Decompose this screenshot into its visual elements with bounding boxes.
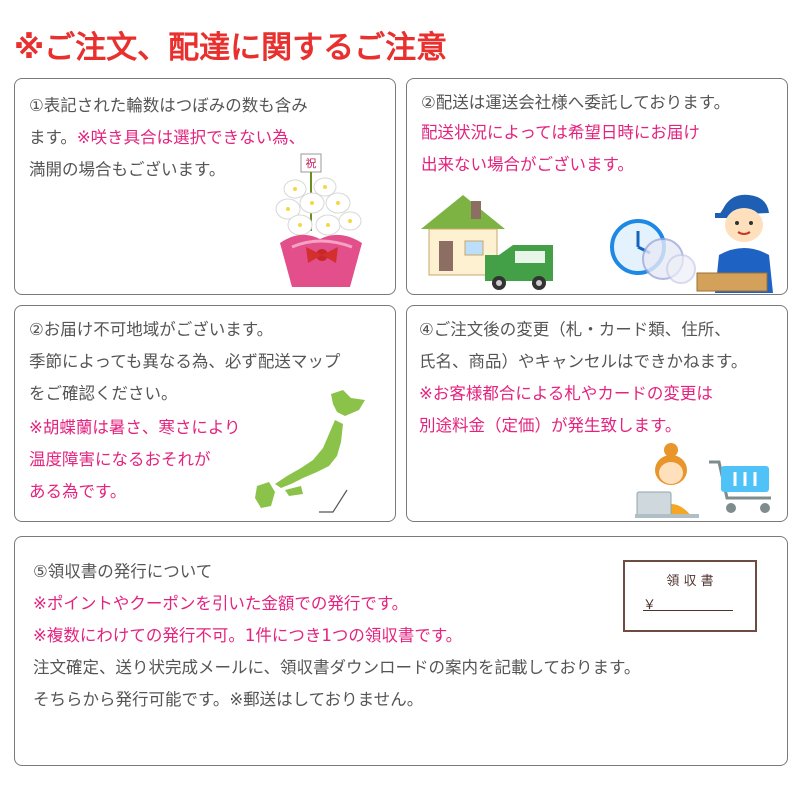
box4-line1: ④ご注文後の変更（札・カード類、住所、 bbox=[419, 320, 731, 339]
box3-line6: ある為です。 bbox=[29, 482, 127, 501]
notice-box-changes: ④ご注文後の変更（札・カード類、住所、 氏名、商品）やキャンセルはできかねます。… bbox=[406, 305, 788, 522]
box5-line4: 注文確定、送り状完成メールに、領収書ダウンロードの案内を記載しております。 bbox=[33, 658, 641, 677]
box1-line2-note: ※咲き具合は選択できない為、 bbox=[76, 128, 306, 147]
box4-line3: ※お客様都合による札やカードの変更は bbox=[419, 384, 713, 403]
receipt-underline bbox=[643, 610, 733, 611]
notice-box-receipt: ⑤領収書の発行について ※ポイントやクーポンを引いた金額での発行です。 ※複数に… bbox=[14, 536, 788, 766]
box1-line2-text: ます。 bbox=[29, 128, 77, 147]
box3-line5: 温度障害になるおそれが bbox=[29, 450, 211, 469]
delivery-illustration-icon bbox=[421, 194, 773, 293]
notice-box-area: ②お届け不可地域がございます。 季節によっても異なる為、必ず配送マップ をご確認… bbox=[14, 305, 396, 522]
notice-box-bloom: ①表記された輪数はつぼみの数も含み ます。※咲き具合は選択できない為、 満開の場… bbox=[14, 78, 396, 295]
box5-line1: ⑤領収書の発行について bbox=[33, 562, 213, 581]
box3-line3: をご確認ください。 bbox=[29, 384, 178, 403]
card-char: 祝 bbox=[306, 156, 317, 170]
box4-line4: 別途料金（定価）が発生致します。 bbox=[419, 416, 682, 435]
orchid-pot-icon: 祝 bbox=[275, 153, 362, 287]
box1-line2: ます。※咲き具合は選択できない為、 bbox=[29, 127, 305, 149]
box5-line3: ※複数にわけての発行不可。1件につき1つの領収書です。 bbox=[33, 626, 463, 645]
box5-line5: そちらから発行可能です。※郵送はしておりません。 bbox=[33, 690, 424, 709]
shopping-illustration-icon bbox=[635, 443, 771, 518]
box2-line1: ②配送は運送会社様へ委託しております。 bbox=[421, 93, 731, 112]
japan-map-icon bbox=[255, 390, 365, 513]
box3-line1: ②お届け不可地域がございます。 bbox=[29, 320, 274, 339]
page-title: ※ご注文、配達に関するご注意 bbox=[14, 30, 448, 66]
receipt-yen: ￥ bbox=[643, 598, 657, 613]
receipt-title: 領 収 書 bbox=[666, 574, 714, 589]
box2-line2: 配送状況によっては希望日時にお届け bbox=[421, 123, 700, 142]
box1-line3: 満開の場合もございます。 bbox=[29, 160, 226, 179]
box5-line2: ※ポイントやクーポンを引いた金額での発行です。 bbox=[33, 594, 409, 613]
receipt-icon: 領 収 書 ￥ bbox=[623, 560, 757, 632]
box3-line4: ※胡蝶蘭は暑さ、寒さにより bbox=[29, 418, 241, 437]
box2-line3: 出来ない場合がございます。 bbox=[421, 155, 634, 174]
box3-line2: 季節によっても異なる為、必ず配送マップ bbox=[29, 352, 341, 371]
notice-box-delivery: ②配送は運送会社様へ委託しております。 配送状況によっては希望日時にお届け 出来… bbox=[406, 78, 788, 295]
box1-line1: ①表記された輪数はつぼみの数も含み bbox=[29, 96, 308, 115]
box4-line2: 氏名、商品）やキャンセルはできかねます。 bbox=[419, 352, 748, 371]
